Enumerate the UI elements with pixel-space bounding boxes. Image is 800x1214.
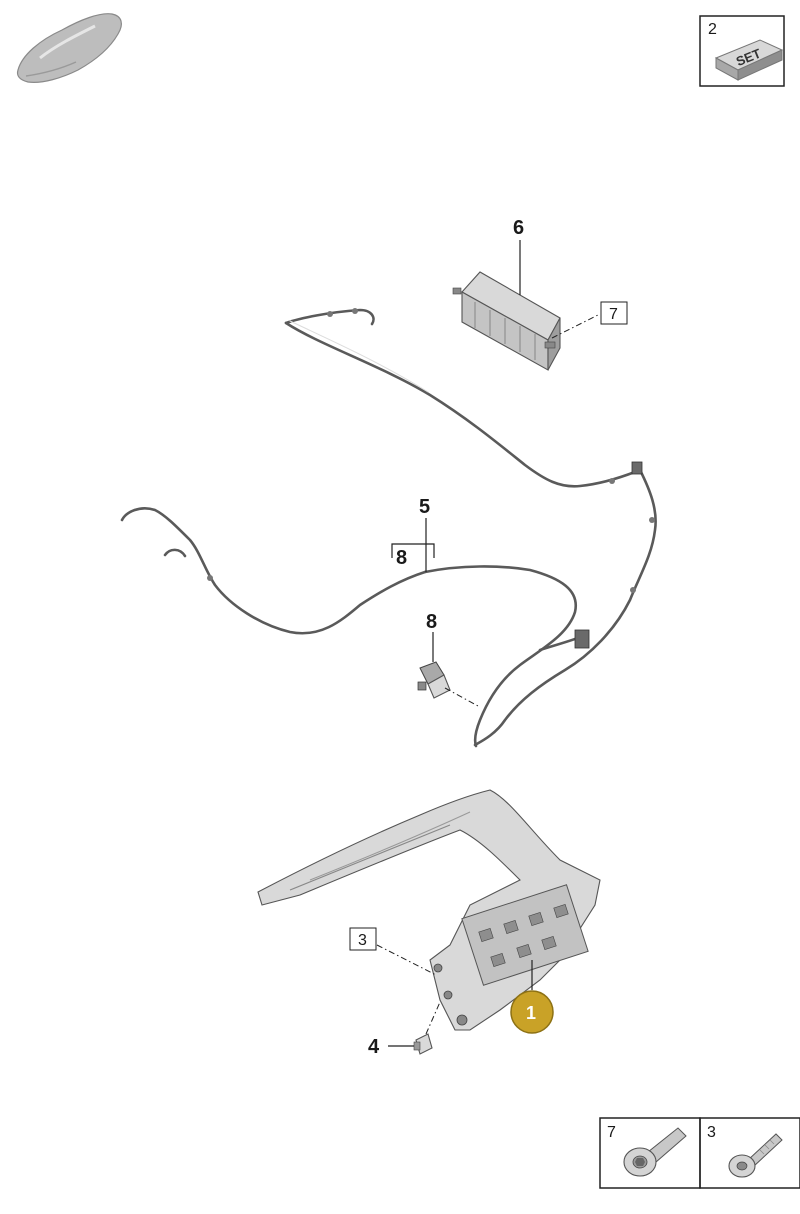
flange-screw-icon bbox=[623, 1127, 687, 1177]
control-unit-part-6[interactable] bbox=[452, 271, 561, 371]
set-box-icon: SET bbox=[714, 39, 784, 81]
set-box-frame bbox=[699, 15, 785, 87]
car-silhouette-icon bbox=[16, 13, 122, 83]
callout-3-box-label[interactable]: 3 bbox=[358, 932, 367, 949]
callout-5-label[interactable]: 5 bbox=[419, 496, 430, 518]
legend-3-label: 3 bbox=[707, 1124, 716, 1141]
callout-6-label[interactable]: 6 bbox=[513, 217, 524, 239]
bracket-5-8 bbox=[391, 543, 435, 558]
frame-assembly-part-1[interactable] bbox=[257, 789, 601, 1031]
callout-1-label: 1 bbox=[526, 1003, 536, 1023]
callout-7-box-label[interactable]: 7 bbox=[609, 306, 618, 323]
clip-part-4[interactable] bbox=[413, 1033, 433, 1055]
set-box-callout-2[interactable]: 2 SET bbox=[699, 15, 785, 87]
callout-8-label[interactable]: 8 bbox=[426, 611, 437, 633]
fastener-legend: 7 3 bbox=[599, 1117, 800, 1189]
callout-1-badge[interactable]: 1 bbox=[510, 990, 554, 1034]
legend-box-3[interactable] bbox=[699, 1117, 800, 1189]
dash-4 bbox=[425, 1001, 441, 1035]
callout-8-bracket-label[interactable]: 8 bbox=[396, 547, 407, 569]
connector-part-8[interactable] bbox=[417, 661, 451, 699]
callout-3-box bbox=[349, 927, 377, 951]
wiring-harness-part-5[interactable] bbox=[120, 308, 657, 748]
leader-3 bbox=[376, 944, 437, 976]
callout-2-label: 2 bbox=[708, 21, 717, 38]
callout-4-label[interactable]: 4 bbox=[368, 1036, 380, 1058]
bolt-icon bbox=[728, 1133, 783, 1178]
legend-7-label: 7 bbox=[607, 1124, 616, 1141]
leader-7 bbox=[551, 313, 601, 339]
dash-8 bbox=[444, 687, 479, 707]
callout-7-box bbox=[600, 301, 628, 325]
